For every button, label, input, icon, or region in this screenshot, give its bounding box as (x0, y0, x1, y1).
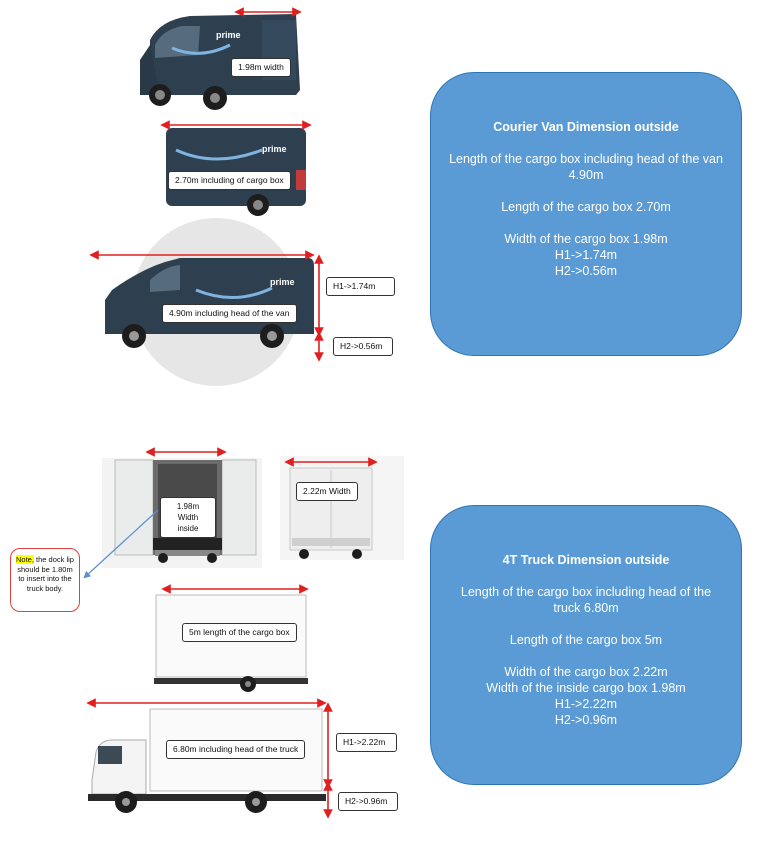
truck-length-label: 6.80m including head of the truck (166, 740, 306, 759)
note-pointer-arrow (83, 509, 159, 579)
van-cargo-brand: prime (262, 144, 287, 154)
truck-width-label: 2.22m Width (296, 482, 358, 501)
note-highlight: Note, (16, 555, 34, 564)
note-text: the dock lip should be 1.80m to insert i… (17, 555, 74, 593)
van-panel-line3: Width of the cargo box 1.98m (504, 232, 668, 246)
truck-panel-line2: Length of the cargo box 5m (509, 633, 663, 647)
van-cargo-label: 2.70m including of cargo box (168, 171, 291, 190)
truck-dimension-panel: 4T Truck Dimension outside Length of the… (430, 505, 742, 785)
van-rear-brand: prime (216, 30, 241, 40)
van-panel-line2: Length of the cargo box 2.70m (501, 200, 671, 214)
van-side-brand: prime (270, 277, 295, 287)
truck-panel-line1: Length of the cargo box including head o… (460, 585, 712, 615)
dock-lip-note: Note, the dock lip should be 1.80m to in… (10, 548, 80, 612)
van-panel-line5: H2->0.56m (554, 264, 618, 278)
truck-panel-title: 4T Truck Dimension outside (502, 553, 670, 567)
truck-inside-width-label: 1.98m Width inside (160, 497, 216, 538)
van-panel-line1: Length of the cargo box including head o… (449, 152, 723, 182)
van-width-label: 1.98m width (231, 58, 291, 77)
van-panel-title: Courier Van Dimension outside (493, 120, 679, 134)
van-side-view: prime (89, 218, 324, 386)
van-panel-line4: H1->1.74m (554, 248, 618, 262)
truck-panel-line5: H1->2.22m (554, 697, 618, 711)
van-length-label: 4.90m including head of the van (162, 304, 297, 323)
truck-panel-line3: Width of the cargo box 2.22m (504, 665, 668, 679)
van-dimension-panel: Courier Van Dimension outside Length of … (430, 72, 742, 356)
truck-h1-label: H1->2.22m (336, 733, 397, 752)
truck-panel-line4: Width of the inside cargo box 1.98m (486, 681, 686, 695)
truck-panel-line6: H2->0.96m (554, 713, 618, 727)
truck-h2-label: H2->0.96m (338, 792, 398, 811)
truck-cargo-label: 5m length of the cargo box (182, 623, 297, 642)
van-rear-view: prime (140, 7, 302, 110)
van-h2-label: H2->0.56m (333, 337, 393, 356)
truck-rear-closed-view (280, 456, 404, 560)
van-h1-label: H1->1.74m (326, 277, 395, 296)
